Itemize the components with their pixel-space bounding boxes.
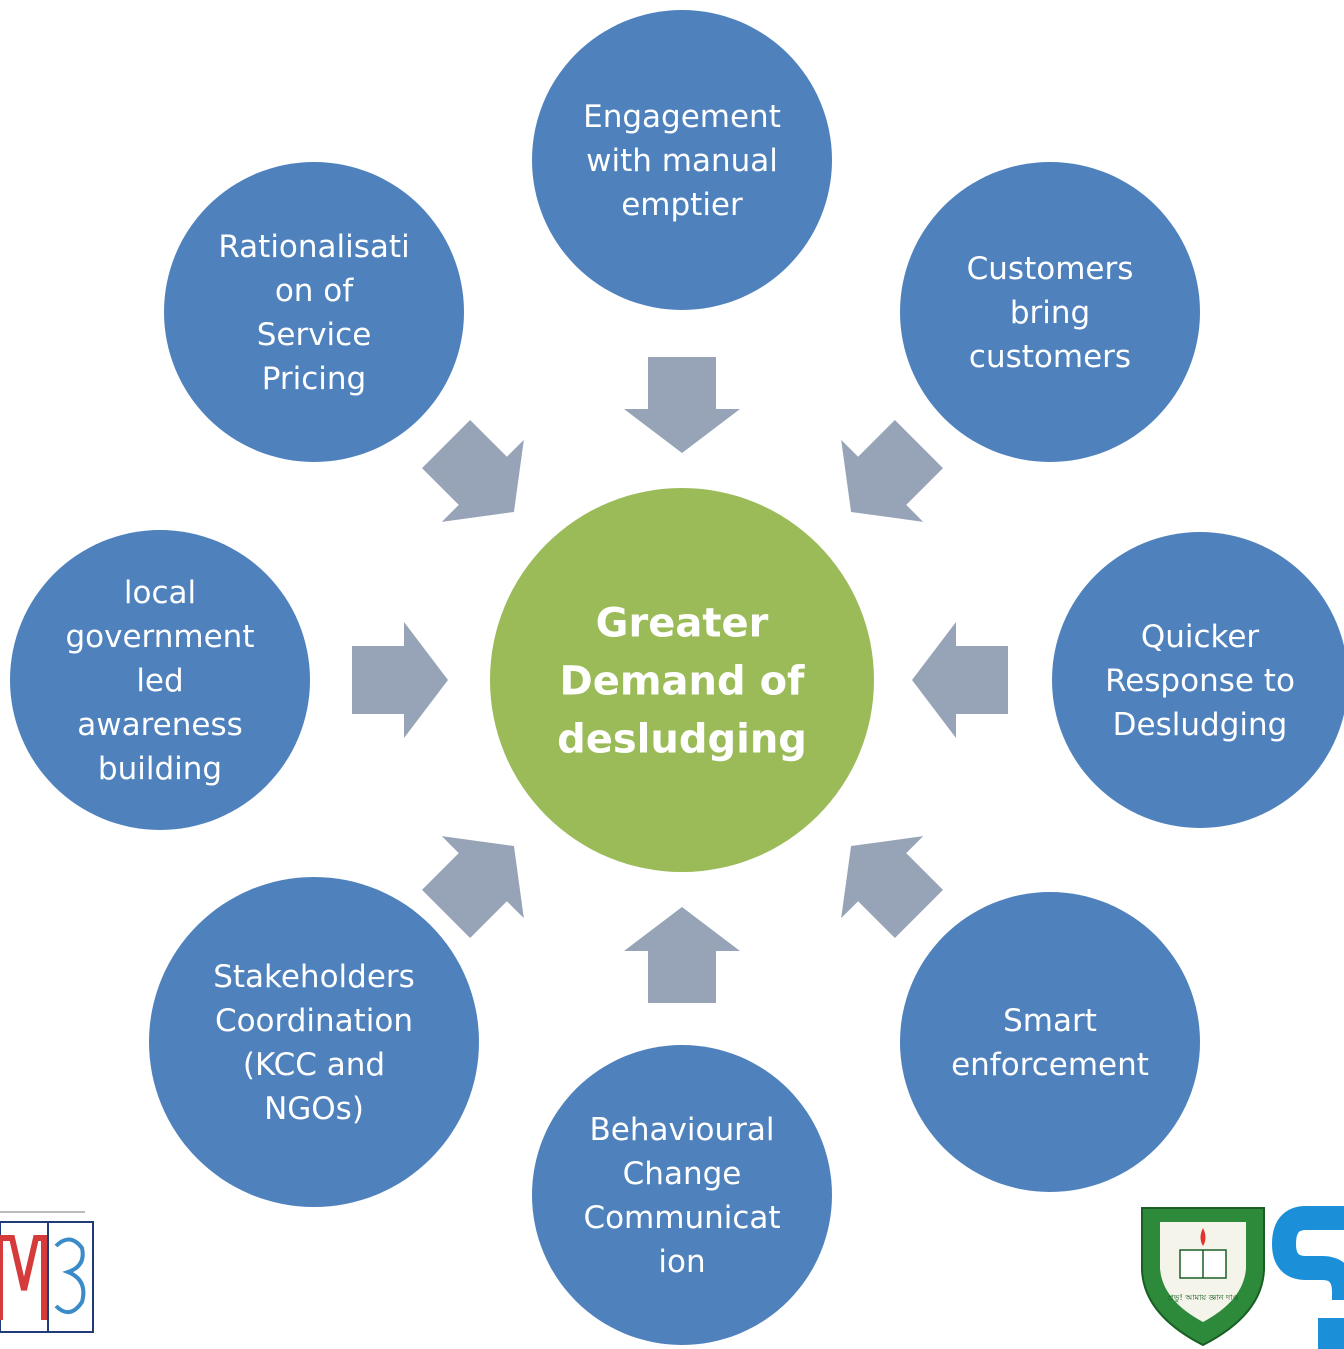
- inward-arrow-rationalisation-pricing: [422, 420, 524, 522]
- node-circle: [164, 162, 464, 462]
- center-circle: [490, 488, 874, 872]
- node-label-line: ion: [658, 1244, 705, 1280]
- inward-arrow-customers-bring-customers: [841, 420, 943, 522]
- inward-arrow-engagement-manual-emptier: [624, 357, 740, 453]
- node-customers-bring-customers: Customers bring customers: [900, 162, 1200, 462]
- node-label-line: enforcement: [951, 1047, 1149, 1083]
- node-local-government-awareness: local government led awareness building: [10, 530, 310, 830]
- node-circle: [900, 162, 1200, 462]
- center-label-line: desludging: [557, 716, 807, 762]
- node-circle: [10, 530, 310, 830]
- m3-logo: [0, 1211, 94, 1333]
- node-smart-enforcement: Smart enforcement: [900, 892, 1200, 1192]
- partial-blue-logo: [1271, 1206, 1344, 1349]
- node-label-line: NGOs): [264, 1091, 364, 1127]
- node-label-line: Coordination: [215, 1003, 413, 1039]
- node-label-line: customers: [969, 339, 1131, 375]
- node-label-line: led: [136, 663, 183, 699]
- node-label-line: government: [66, 619, 255, 655]
- node-label-line: Behavioural: [590, 1112, 775, 1148]
- arrow-group: [352, 357, 1008, 1003]
- inward-arrow-smart-enforcement: [841, 836, 943, 938]
- node-label-line: Desludging: [1113, 707, 1288, 743]
- university-seal-logo: প্রভু! আমায় জ্ঞান দাও: [1141, 1207, 1265, 1347]
- node-label-line: on of: [275, 273, 354, 309]
- node-label-line: Service: [257, 317, 372, 353]
- node-label-line: local: [124, 575, 196, 611]
- node-label-line: bring: [1010, 295, 1090, 331]
- node-label-line: building: [98, 751, 222, 787]
- center-label-line: Demand of: [560, 658, 806, 704]
- inward-arrow-behavioural-change: [624, 907, 740, 1003]
- inward-arrow-quicker-response: [912, 622, 1008, 738]
- node-label-line: Customers: [967, 251, 1134, 287]
- node-engagement-manual-emptier: Engagement with manual emptier: [532, 10, 832, 310]
- node-label-line: (KCC and: [243, 1047, 385, 1083]
- node-label-line: Change: [623, 1156, 742, 1192]
- inward-arrow-local-government-awareness: [352, 622, 448, 738]
- inward-arrow-stakeholders-coordination: [422, 836, 524, 938]
- node-label-line: emptier: [621, 187, 743, 223]
- node-circle: [149, 877, 479, 1207]
- node-circle: [532, 1045, 832, 1345]
- node-label-line: with manual: [586, 143, 778, 179]
- node-circle: [532, 10, 832, 310]
- node-circle: [900, 892, 1200, 1192]
- node-label-line: Pricing: [262, 361, 367, 397]
- node-label-line: Rationalisati: [218, 229, 409, 265]
- node-label-line: Communicat: [583, 1200, 780, 1236]
- center-label-line: Greater: [596, 600, 769, 646]
- node-label-line: Stakeholders: [213, 959, 415, 995]
- node-label-line: awareness: [77, 707, 243, 743]
- node-label-line: Response to: [1105, 663, 1295, 699]
- node-label-line: Smart: [1003, 1003, 1097, 1039]
- node-label-line: Engagement: [583, 99, 781, 135]
- seal-motto: প্রভু! আমায় জ্ঞান দাও: [1168, 1293, 1239, 1302]
- node-label-line: Quicker: [1141, 619, 1260, 655]
- node-circle: [1052, 532, 1344, 828]
